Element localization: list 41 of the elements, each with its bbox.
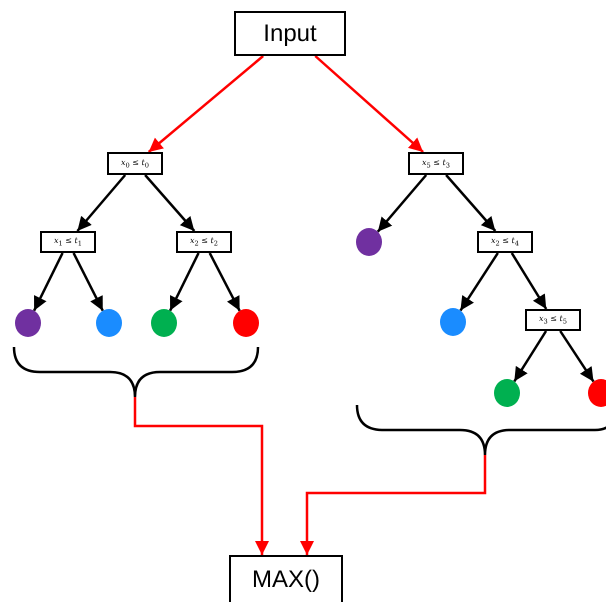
process-box	[229, 555, 343, 602]
process-box	[234, 11, 346, 56]
leaf-circle	[440, 308, 466, 336]
arrow	[148, 55, 264, 153]
arrow	[168, 252, 200, 312]
node-label: x$_{2}$ ≤ t$_{2}$	[190, 236, 218, 248]
node-label: MAX()	[252, 566, 320, 594]
process-box	[477, 231, 533, 253]
process-box	[408, 152, 464, 175]
leaf-circle	[494, 379, 520, 407]
arrow	[376, 174, 428, 232]
process-box	[176, 231, 232, 253]
arrow	[513, 330, 548, 382]
arrow	[445, 174, 496, 232]
arrow	[144, 174, 196, 232]
process-box	[40, 231, 96, 253]
leaf-circle	[96, 309, 122, 337]
node-label: Input	[263, 20, 317, 48]
arrow	[208, 252, 241, 312]
node-label: x$_{1}$ ≤ t$_{1}$	[54, 236, 82, 248]
node-label: x$_{2}$ ≤ t$_{4}$	[490, 236, 520, 248]
arrow	[314, 55, 424, 153]
process-box	[525, 309, 581, 331]
curly-brace	[355, 403, 606, 457]
arrow	[32, 252, 64, 312]
node-label: x$_{0}$ ≤ t$_{0}$	[120, 158, 150, 170]
curly-brace	[12, 345, 260, 399]
leaf-circle	[233, 309, 259, 337]
arrow	[459, 252, 499, 312]
node-label: x$_{3}$ ≤ t$_{5}$	[538, 314, 568, 326]
arrow	[76, 174, 126, 232]
arrow	[300, 455, 486, 555]
arrow	[559, 330, 595, 382]
arrow	[72, 252, 104, 312]
node-label: x$_{5}$ ≤ t$_{3}$	[422, 158, 450, 170]
arrow	[134, 397, 269, 555]
process-box	[107, 152, 163, 175]
leaf-circle	[151, 309, 177, 337]
leaf-circle	[356, 228, 382, 256]
leaf-circle	[15, 309, 41, 337]
arrow	[510, 252, 548, 310]
